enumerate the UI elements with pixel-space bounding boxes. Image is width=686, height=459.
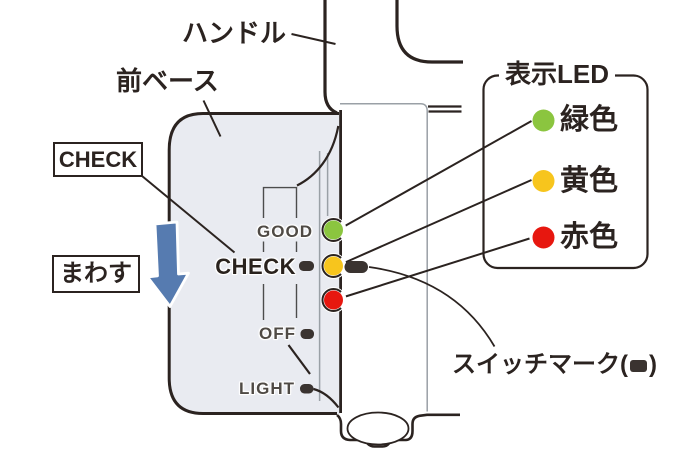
red-led-ring [321,288,346,312]
switch-mark-leader-curve [368,266,496,347]
turn-callout-box: まわす [52,255,140,293]
handle-label: ハンドル [182,18,287,48]
panel-good-label: GOOD [257,222,313,241]
turn-callout-label: まわす [60,260,132,288]
light-switch-mark-icon [300,384,314,394]
switch-marks [299,261,368,394]
check-leader-line [138,172,236,254]
panel-off-label: OFF [259,324,296,343]
check-callout-box: CHECK [53,142,143,177]
led-legend-title: 表示LED [499,59,616,90]
green-led-ring [321,218,346,242]
body-gray-edges [318,103,428,412]
switch-mark-label-suffix: ) [649,351,657,378]
panel-top-curve [296,125,340,187]
front-base-shape [169,113,340,414]
turn-down-arrow-icon [146,220,190,308]
check-callout-label: CHECK [58,146,138,172]
rear-bracket-lines [428,105,462,113]
green-led-leader-line [343,120,532,228]
handle-pipe-left-edge [323,0,338,115]
bottom-knob [346,411,410,446]
handle-leader-line [291,33,336,45]
yellow-led [324,256,343,276]
legend-green-dot [532,109,555,132]
off-light-diagonal [287,344,311,375]
panel-light-label: LIGHT [239,379,295,398]
switch-mark-label-prefix: スイッチマーク( [452,351,628,378]
green-led [324,220,343,240]
red-led-leader-line [343,237,530,298]
legend-red-label: 赤色 [560,221,619,253]
legend-yellow-label: 黄色 [560,165,619,197]
led-column [320,217,347,313]
switch-mark-glyph-icon [630,360,647,372]
body-switch-mark-icon [344,261,368,273]
panel-check-label: CHECK [215,254,296,279]
yellow-led-ring [321,254,346,278]
selector-tick-lines [262,186,298,320]
red-led [324,290,343,310]
legend-green-label: 緑色 [560,104,619,136]
legend-yellow-dot [532,170,555,192]
panel-bottom-curve [313,387,340,409]
yellow-led-leader-line [344,179,532,264]
legend-red-dot [532,226,555,249]
check-switch-mark-icon [299,261,314,271]
off-switch-mark-icon [300,329,314,339]
front-base-leader-line [202,100,222,137]
dark-linework [138,0,532,448]
front-base-label: 前ベース [116,66,219,96]
switch-mark-label: スイッチマーク() [452,351,657,379]
handle-pipe-right-edge [395,0,463,64]
body-bottom-contour [336,413,460,448]
